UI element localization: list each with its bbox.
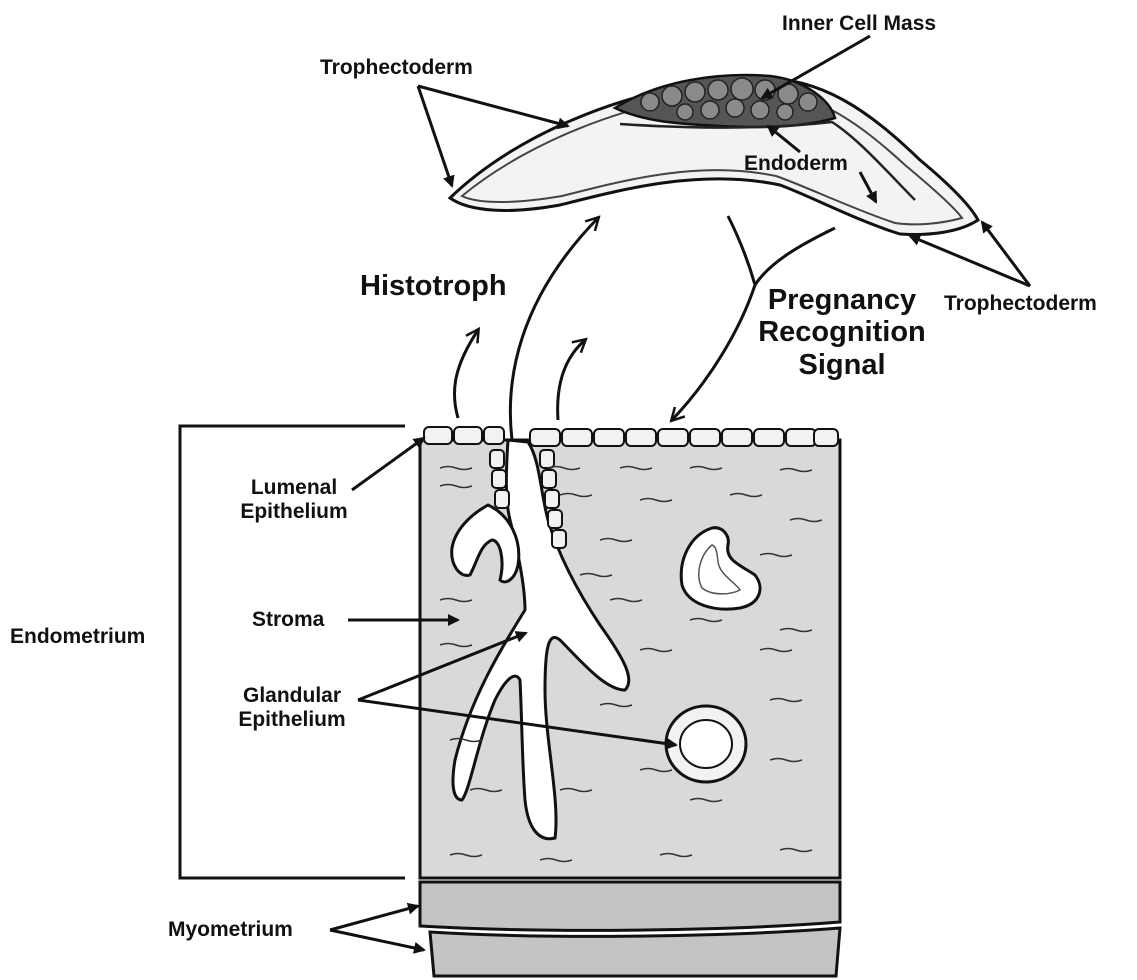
label-pregnancy-recognition-signal: Pregnancy Recognition Signal <box>744 284 940 381</box>
label-histotroph: Histotroph <box>360 270 507 302</box>
label-epithelium-2: Epithelium <box>220 708 364 732</box>
label-glandular: Glandular <box>220 684 364 708</box>
label-trophectoderm-right: Trophectoderm <box>944 292 1097 316</box>
label-signal: Signal <box>744 349 940 381</box>
label-endoderm: Endoderm <box>744 152 848 176</box>
label-stroma: Stroma <box>252 608 324 632</box>
label-recognition: Recognition <box>744 316 940 348</box>
label-epithelium-1: Epithelium <box>224 500 364 524</box>
conceptus <box>450 75 978 234</box>
stroma-region <box>420 440 840 878</box>
myometrium-layer-upper <box>420 882 840 930</box>
myometrium-layer-lower <box>430 928 840 976</box>
endometrium-block <box>420 427 840 878</box>
label-endometrium: Endometrium <box>10 625 145 649</box>
gland-cross-section-lower-lumen <box>680 720 732 768</box>
label-lumenal-epithelium: Lumenal Epithelium <box>224 476 364 523</box>
label-glandular-epithelium: Glandular Epithelium <box>220 684 364 731</box>
myometrium-layers <box>420 882 840 976</box>
label-myometrium: Myometrium <box>168 918 293 942</box>
label-pregnancy: Pregnancy <box>744 284 940 316</box>
label-lumenal: Lumenal <box>224 476 364 500</box>
label-trophectoderm-top: Trophectoderm <box>320 56 473 80</box>
histotroph-arrows <box>454 218 598 440</box>
label-inner-cell-mass: Inner Cell Mass <box>782 12 936 36</box>
lumenal-epithelium-cells <box>424 427 838 446</box>
